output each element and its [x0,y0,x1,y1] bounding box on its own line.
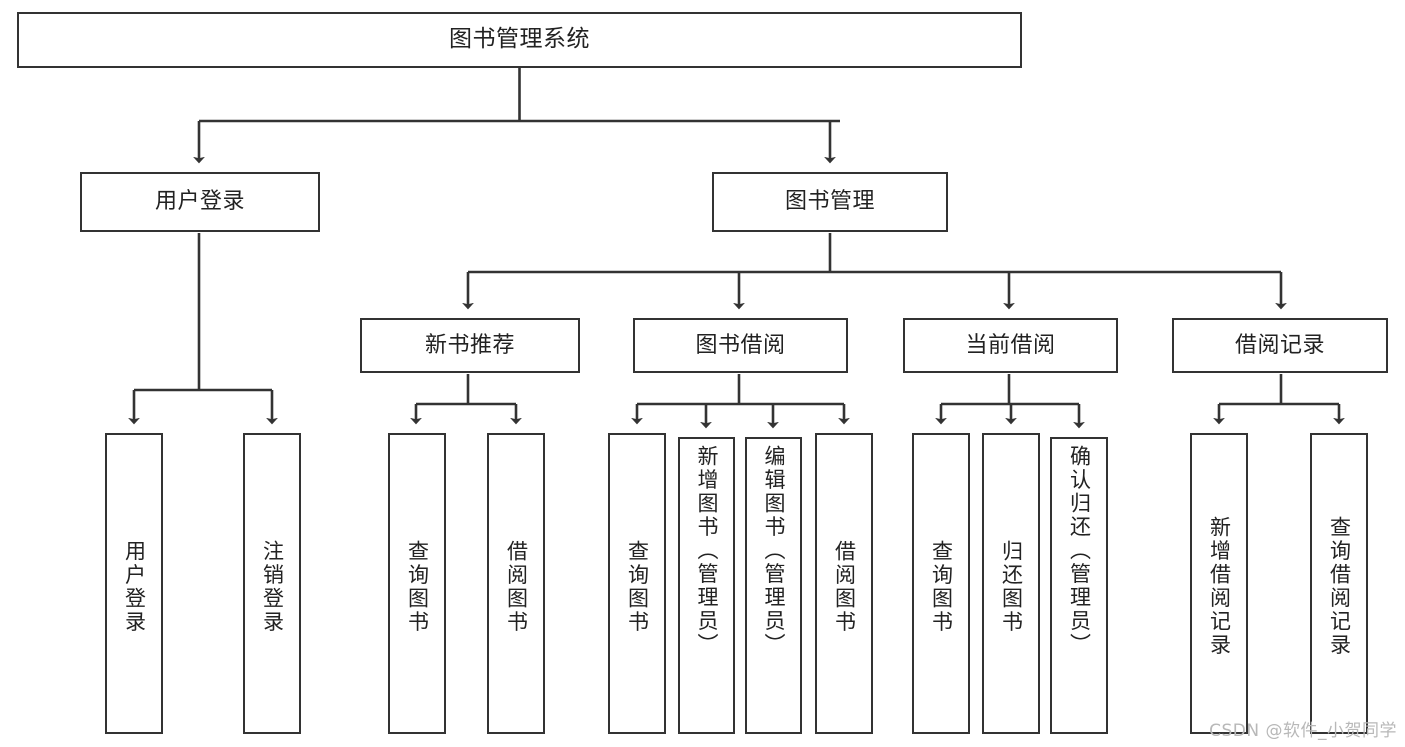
leaf-user-login[interactable]: 用户登录 [105,433,163,734]
node-root-system[interactable]: 图书管理系统 [17,12,1022,68]
leaf-borrow-book-recommend[interactable]: 借阅图书 [487,433,545,734]
node-label: 查询图书 [929,539,954,634]
node-current-borrow[interactable]: 当前借阅 [903,318,1118,373]
node-label: 当前借阅 [965,332,1056,358]
node-label: 图书管理 [784,189,875,215]
node-label: 查询图书 [405,539,430,634]
leaf-add-book-admin[interactable]: 新增图书（管理员） [678,437,735,734]
leaf-query-book-recommend[interactable]: 查询图书 [388,433,446,734]
node-label: 查询借阅记录 [1327,516,1352,657]
node-borrow-record[interactable]: 借阅记录 [1172,318,1388,373]
node-new-book-recommend[interactable]: 新书推荐 [360,318,580,373]
node-book-management[interactable]: 图书管理 [712,172,948,232]
leaf-confirm-return-admin[interactable]: 确认归还（管理员） [1050,437,1108,734]
node-label: 新增借阅记录 [1207,516,1232,657]
node-label: 借阅图书 [832,539,857,634]
leaf-query-book-current[interactable]: 查询图书 [912,433,970,734]
leaf-logout[interactable]: 注销登录 [243,433,301,734]
leaf-query-book-borrow[interactable]: 查询图书 [608,433,666,734]
leaf-query-borrow-record[interactable]: 查询借阅记录 [1310,433,1368,734]
node-label: 新增图书（管理员） [695,445,719,657]
node-label: 用户登录 [122,539,147,634]
leaf-edit-book-admin[interactable]: 编辑图书（管理员） [745,437,802,734]
node-label: 借阅记录 [1234,332,1325,358]
node-label: 查询图书 [625,539,650,634]
node-label: 用户登录 [154,189,245,215]
node-label: 确认归还（管理员） [1067,445,1092,657]
leaf-borrow-book[interactable]: 借阅图书 [815,433,873,734]
node-label: 图书借阅 [695,332,786,358]
node-label: 图书管理系统 [449,26,590,53]
leaf-add-borrow-record[interactable]: 新增借阅记录 [1190,433,1248,734]
node-label: 编辑图书（管理员） [762,445,786,657]
watermark-text: CSDN @软件_小贺同学 [1209,721,1397,741]
node-label: 归还图书 [999,539,1024,634]
node-book-borrow[interactable]: 图书借阅 [633,318,848,373]
node-user-login[interactable]: 用户登录 [80,172,320,232]
node-label: 注销登录 [260,539,285,634]
node-label: 借阅图书 [504,539,529,634]
leaf-return-book[interactable]: 归还图书 [982,433,1040,734]
node-label: 新书推荐 [424,332,515,358]
